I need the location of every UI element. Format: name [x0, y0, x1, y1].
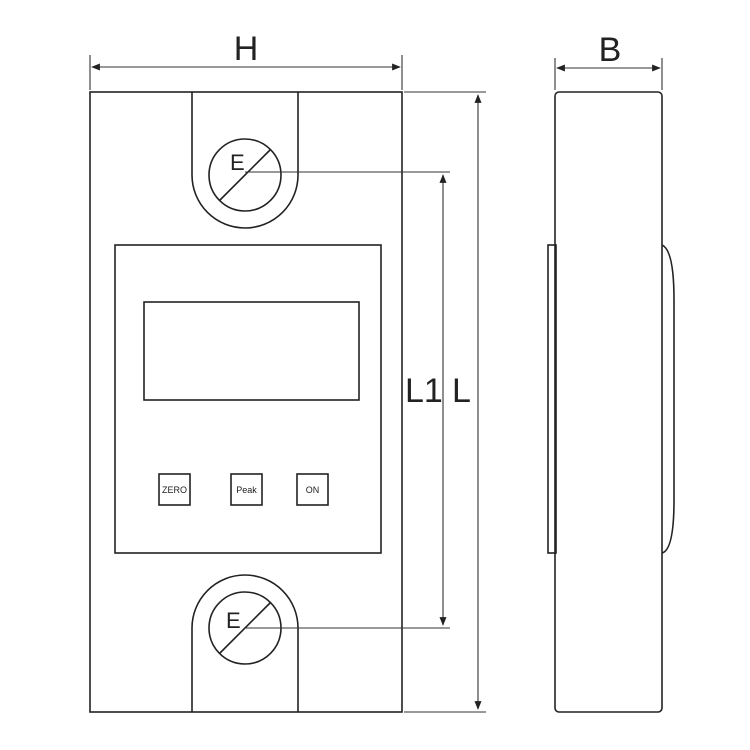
top-hole: [208, 138, 282, 212]
top-lifting-eye: [191, 92, 299, 229]
bottom-lifting-eye: [191, 574, 299, 712]
on-button[interactable]: ON: [296, 473, 329, 506]
side-view: [547, 91, 675, 713]
body-outline: [89, 91, 403, 713]
side-right-bump: [661, 244, 675, 554]
peak-button[interactable]: Peak: [230, 473, 263, 506]
overall-length-dimension: L: [404, 91, 486, 713]
top-hole-label: E: [230, 150, 245, 175]
display-panel: [114, 244, 382, 554]
depth-dimension: B: [554, 31, 663, 90]
width-dimension-label: H: [234, 30, 259, 68]
zero-button-label: ZERO: [162, 485, 187, 495]
width-dimension: H: [89, 30, 403, 90]
inner-length-dimension: L1: [245, 171, 450, 629]
peak-button-label: Peak: [236, 485, 257, 495]
top-hole-diameter-line: [219, 149, 271, 201]
side-body-outline: [554, 91, 663, 713]
inner-length-label: L1: [405, 372, 443, 410]
side-left-bump: [547, 244, 557, 554]
overall-length-label: L: [452, 372, 471, 410]
bottom-hole-label: E: [226, 608, 241, 633]
zero-button[interactable]: ZERO: [158, 473, 191, 506]
lcd-screen: [143, 301, 360, 401]
on-button-label: ON: [306, 485, 320, 495]
depth-dimension-label: B: [599, 31, 622, 69]
front-view: E E ZERO Peak ON: [89, 91, 403, 713]
